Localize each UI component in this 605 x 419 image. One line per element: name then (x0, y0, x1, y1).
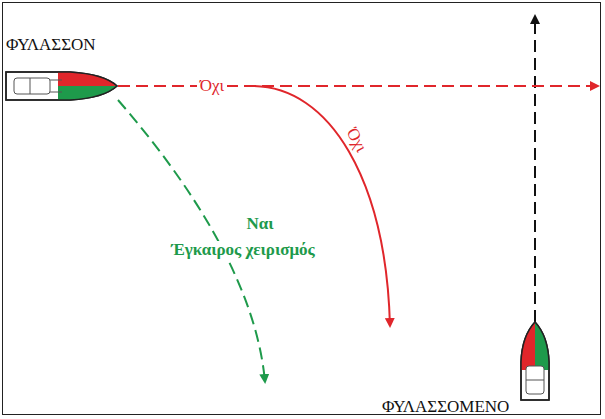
boat-give-way (6, 72, 117, 100)
wrong-course (118, 85, 598, 87)
give-way-vessel: ΦΥΛΑΣΣΟΝ (4, 36, 122, 104)
no-label: Όχι (197, 77, 227, 96)
wrong-turn (252, 86, 390, 326)
course-line (534, 16, 536, 322)
yes-label: Ναι (243, 215, 276, 234)
frame-border (2, 2, 601, 415)
vessel-label: ΦΥΛΑΣΣΟΜΕΝΟ (382, 398, 509, 417)
maneuver-label: Έγκαιρος χειρισμός (168, 241, 318, 260)
no-label: Όχι (341, 122, 372, 158)
boat-stand-on (521, 322, 549, 400)
vessel-label: ΦΥΛΑΣΣΟΝ (6, 36, 96, 55)
stand-on-vessel: ΦΥΛΑΣΣΟΜΕΝΟ (380, 318, 552, 418)
